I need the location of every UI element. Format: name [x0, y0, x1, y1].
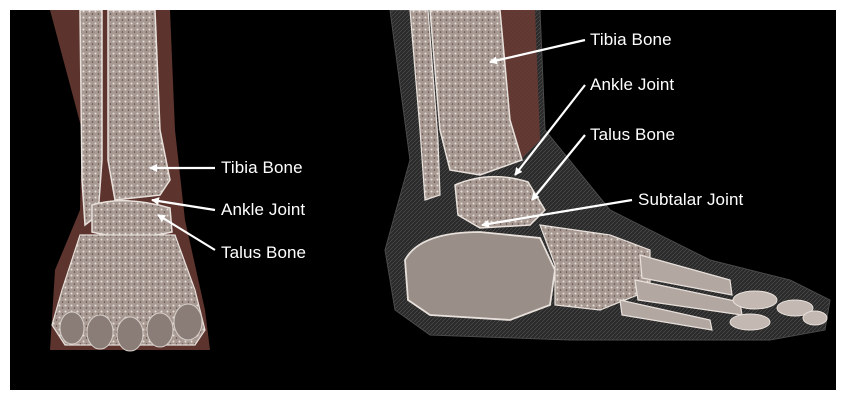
left-tibia-label: Tibia Bone [221, 158, 303, 178]
diagram-frame: Tibia Bone Ankle Joint Talus Bone Tibia … [10, 10, 836, 390]
right-ankle-joint-label: Ankle Joint [590, 75, 674, 95]
right-subtalar-joint-label: Subtalar Joint [638, 190, 743, 210]
right-foot-view [385, 10, 830, 340]
left-talus [92, 201, 172, 237]
right-talus-label: Talus Bone [590, 125, 675, 145]
left-fibula [80, 10, 102, 225]
right-tibia-label: Tibia Bone [590, 30, 672, 50]
right-calcaneus [405, 232, 555, 320]
left-ankle-joint-label: Ankle Joint [221, 200, 305, 220]
left-ankle-view [50, 10, 210, 351]
left-talus-label: Talus Bone [221, 243, 306, 263]
